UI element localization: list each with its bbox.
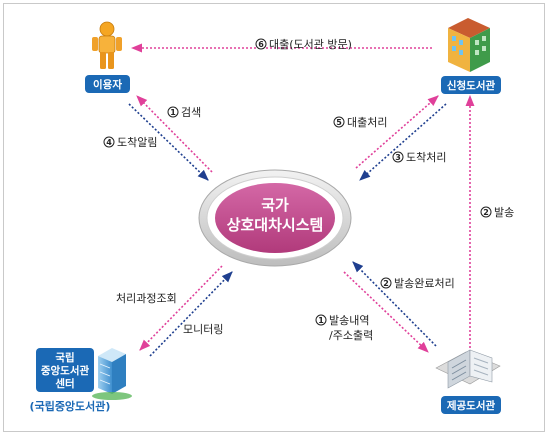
providing-library-node: 제공도서관 [435, 349, 501, 414]
requesting-library-label-bg [441, 76, 501, 94]
svg-text:2: 2 [483, 208, 489, 217]
user-node: 이용자 [85, 21, 130, 93]
svg-text:2: 2 [383, 279, 389, 288]
user-label-bg [85, 75, 130, 93]
providing-library-label: 제공도서관 [447, 399, 496, 412]
person-icon [92, 21, 122, 69]
svg-text:도착알림: 도착알림 [117, 135, 157, 149]
national-library-label-line3: 센터 [55, 377, 74, 390]
library-building-icon [448, 18, 490, 72]
national-library-label-line2: 중앙도서관 [41, 364, 90, 377]
flow-label-ship: 2 발송 [480, 206, 514, 219]
national-library-label-line1: 국립 [55, 351, 74, 364]
svg-text:1: 1 [318, 316, 324, 325]
svg-text:발송내역: 발송내역 [329, 314, 369, 327]
center-title-line1: 국가 [261, 196, 289, 214]
requesting-library-node: 신청도서관 [441, 18, 501, 94]
svg-text:6: 6 [258, 40, 264, 49]
svg-text:대출(도서관 방문): 대출(도서관 방문) [269, 38, 352, 51]
svg-text:/주소출력: /주소출력 [329, 329, 373, 342]
svg-text:5: 5 [336, 118, 342, 127]
svg-text:검색: 검색 [181, 106, 201, 119]
flow-label-ship-list: 1 발송내역 /주소출력 [315, 314, 373, 342]
flow-label-arrival-notice: 4 도착알림 [103, 135, 157, 149]
svg-text:3: 3 [395, 153, 401, 162]
national-library-label-bg [36, 348, 94, 392]
tower-building-icon [92, 348, 132, 400]
national-library-node: 국립 중앙도서관 센터 (국립중앙도서관) [30, 348, 132, 413]
svg-text:1: 1 [170, 108, 176, 117]
flow-label-monitoring: 모니터링 [183, 323, 223, 336]
arrow-ship-list [343, 271, 429, 353]
arrow-monitoring [149, 271, 233, 357]
svg-text:대출처리: 대출처리 [347, 116, 387, 129]
flow-label-ship-complete: 2 발송완료처리 [380, 277, 455, 290]
center-title-line2: 상호대차시스템 [227, 216, 324, 234]
svg-text:도착처리: 도착처리 [406, 151, 446, 164]
office-building-icon [435, 349, 501, 389]
arrow-status-inquiry [139, 265, 223, 351]
flow-label-search: 1 검색 [167, 106, 201, 119]
flow-label-loan-visit: 6 대출(도서관 방문) [255, 38, 352, 51]
flow-label-loan-process: 5 대출처리 [333, 116, 387, 129]
svg-text:발송완료처리: 발송완료처리 [394, 277, 455, 290]
national-library-caption: (국립중앙도서관) [30, 399, 111, 413]
arrow-search [136, 95, 213, 173]
requesting-library-label: 신청도서관 [447, 79, 496, 92]
user-label: 이용자 [93, 78, 122, 91]
center-system-node: 국가 상호대차시스템 [198, 169, 352, 267]
svg-text:발송: 발송 [494, 206, 514, 219]
flow-label-arrival-process: 3 도착처리 [392, 151, 446, 164]
arrow-arrival-process [359, 103, 447, 181]
providing-library-label-bg [441, 396, 501, 414]
svg-text:4: 4 [106, 138, 112, 147]
flow-label-status-inquiry: 처리과정조회 [116, 292, 177, 305]
